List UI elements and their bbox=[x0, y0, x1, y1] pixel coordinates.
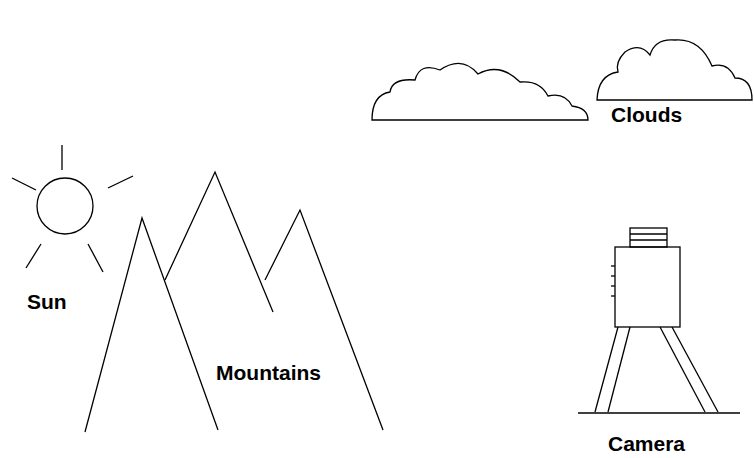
camera-drawing bbox=[578, 228, 740, 413]
sun-symbol bbox=[12, 145, 133, 272]
part-label: Camera bbox=[608, 433, 685, 454]
part-label: Sun bbox=[27, 291, 67, 312]
clouds-drawing bbox=[372, 40, 752, 120]
mountains-drawing bbox=[85, 172, 383, 432]
part-label: Clouds bbox=[611, 104, 682, 125]
part-label: Mountains bbox=[216, 362, 321, 383]
